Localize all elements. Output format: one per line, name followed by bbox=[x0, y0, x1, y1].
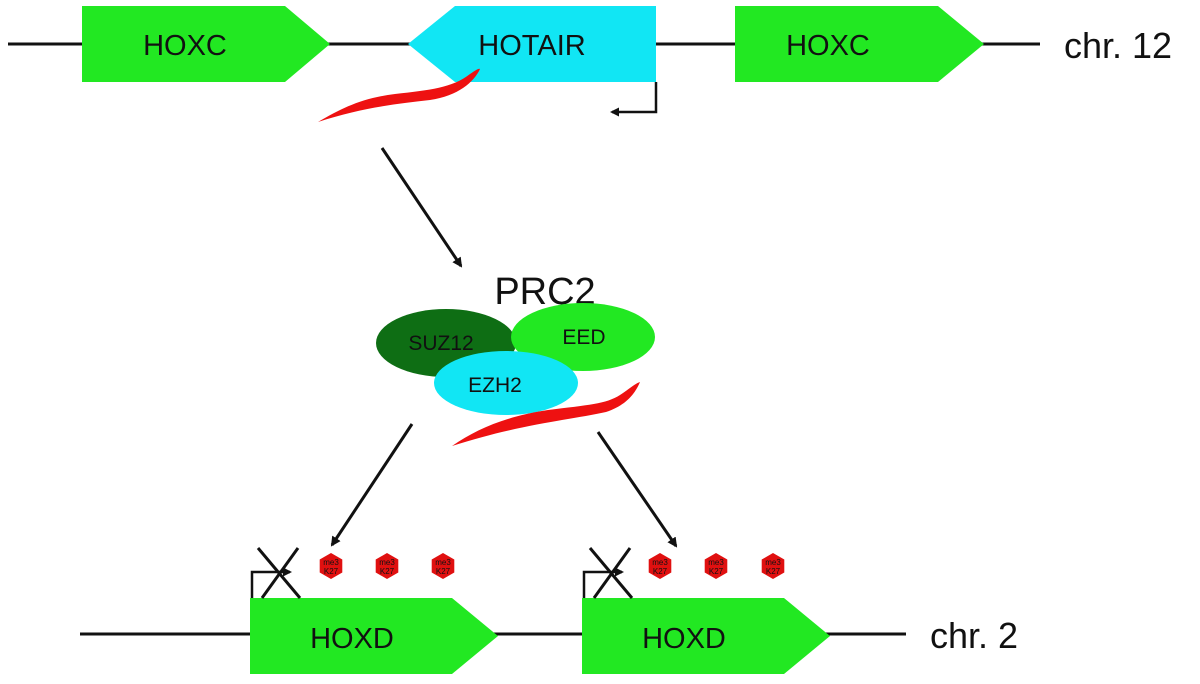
mark-top-label: me3 bbox=[323, 558, 339, 567]
hoxc-gene-2 bbox=[735, 6, 984, 82]
arrow-rna-to-prc2 bbox=[380, 147, 463, 268]
suz12-label: SUZ12 bbox=[408, 332, 473, 355]
hoxd-label-2: HOXD bbox=[642, 623, 726, 655]
mark-bottom-label: K27 bbox=[653, 567, 668, 576]
h3k27me3-mark: me3 K27 bbox=[648, 553, 672, 579]
mark-top-label: me3 bbox=[379, 558, 395, 567]
hotair-tss-arrow bbox=[610, 82, 658, 117]
eed-subunit bbox=[511, 303, 655, 371]
hotair-rna-transcript bbox=[318, 68, 480, 122]
hotair-label: HOTAIR bbox=[478, 30, 585, 62]
chr2-track: HOXD HOXD chr. 2 bbox=[80, 598, 1018, 674]
mark-bottom-label: K27 bbox=[709, 567, 724, 576]
h3k27me3-mark: me3 K27 bbox=[319, 553, 343, 579]
chr12-track: HOXC HOTAIR HOXC chr. 12 bbox=[8, 6, 1172, 117]
mark-bottom-label: K27 bbox=[324, 567, 339, 576]
hoxc-label-2: HOXC bbox=[786, 30, 870, 62]
h3k27me3-mark: me3 K27 bbox=[761, 553, 785, 579]
hotair-rna-bound bbox=[452, 382, 640, 446]
h3k27me3-mark: me3 K27 bbox=[375, 553, 399, 579]
hotair-gene bbox=[408, 6, 656, 82]
mark-bottom-label: K27 bbox=[380, 567, 395, 576]
h3k27me3-mark: me3 K27 bbox=[704, 553, 728, 579]
hoxd-gene-1 bbox=[250, 598, 498, 674]
mark-top-label: me3 bbox=[765, 558, 781, 567]
ezh2-subunit bbox=[434, 351, 578, 415]
chr12-label: chr. 12 bbox=[1064, 25, 1172, 66]
hoxd-label-1: HOXD bbox=[310, 623, 394, 655]
h3k27me3-mark: me3 K27 bbox=[431, 553, 455, 579]
prc2-complex: PRC2 SUZ12 EED EZH2 bbox=[376, 271, 655, 415]
arrow-prc2-to-hoxd-1 bbox=[330, 423, 414, 547]
arrow-prc2-to-hoxd-2 bbox=[596, 431, 678, 548]
mark-top-label: me3 bbox=[435, 558, 451, 567]
hoxd-1-tss-blocked bbox=[250, 547, 302, 599]
mark-bottom-label: K27 bbox=[766, 567, 781, 576]
ezh2-label: EZH2 bbox=[468, 374, 522, 397]
mark-top-label: me3 bbox=[652, 558, 668, 567]
hoxd-gene-2 bbox=[582, 598, 830, 674]
mark-bottom-label: K27 bbox=[436, 567, 451, 576]
hoxc-gene-1 bbox=[82, 6, 330, 82]
mark-top-label: me3 bbox=[708, 558, 724, 567]
chr2-label: chr. 2 bbox=[930, 615, 1018, 656]
eed-label: EED bbox=[562, 326, 605, 349]
hoxd-2-tss-blocked bbox=[582, 547, 634, 599]
hoxc-label-1: HOXC bbox=[143, 30, 227, 62]
